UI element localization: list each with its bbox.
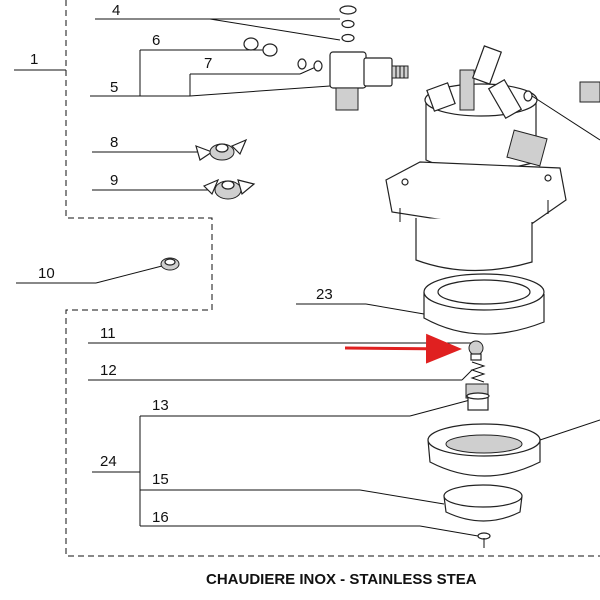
callout-number-5: 5 [110,79,118,96]
callout-23: 23 [296,286,425,315]
callout-1: 1 [14,51,66,71]
ring-23 [423,273,545,335]
washer-set-top [339,5,357,43]
washer-right [523,90,600,141]
callout-9: 9 [92,172,210,191]
o-ring-6 [243,37,278,57]
nut-10 [160,257,180,271]
callout-number-10: 10 [38,265,55,282]
cup-24 [427,419,600,477]
callout-number-13: 13 [152,397,169,414]
diagram-caption: CHAUDIERE INOX - STAINLESS STEA [206,571,477,588]
callout-4: 4 [95,2,341,41]
cap-15 [443,484,523,522]
callout-8: 8 [92,134,206,153]
callout-number-12: 12 [100,362,117,379]
bolt-right [579,81,600,103]
callout-12: 12 [88,362,473,381]
clip-9 [202,178,256,200]
spring-12 [470,361,486,383]
group-boundary-line [65,0,600,557]
steam-valve-fitting [329,51,409,111]
callout-number-7: 7 [204,55,212,72]
callout-number-16: 16 [152,509,169,526]
callout-number-11: 11 [100,325,116,342]
callout-number-4: 4 [112,2,120,19]
callout-13: 13 [140,397,471,417]
callout-5: 5 [90,50,331,97]
callout-number-8: 8 [110,134,118,151]
callout-15: 15 [140,471,445,505]
callout-24: 24 [92,416,141,526]
valve-body-13 [465,383,490,411]
o-ring-7 [297,58,323,72]
clip-8 [195,138,248,161]
screw-16 [477,532,491,548]
callout-number-24: 24 [100,453,117,470]
callout-number-9: 9 [110,172,118,189]
callout-number-15: 15 [152,471,169,488]
callout-16: 16 [140,509,479,537]
highlight-arrow [344,333,462,364]
ball-11 [468,340,484,361]
boiler-body [385,45,567,272]
callout-10: 10 [16,265,163,284]
callout-number-1: 1 [30,51,38,68]
callout-number-23: 23 [316,286,333,303]
callout-number-6: 6 [152,32,160,49]
callout-11: 11 [88,325,472,344]
